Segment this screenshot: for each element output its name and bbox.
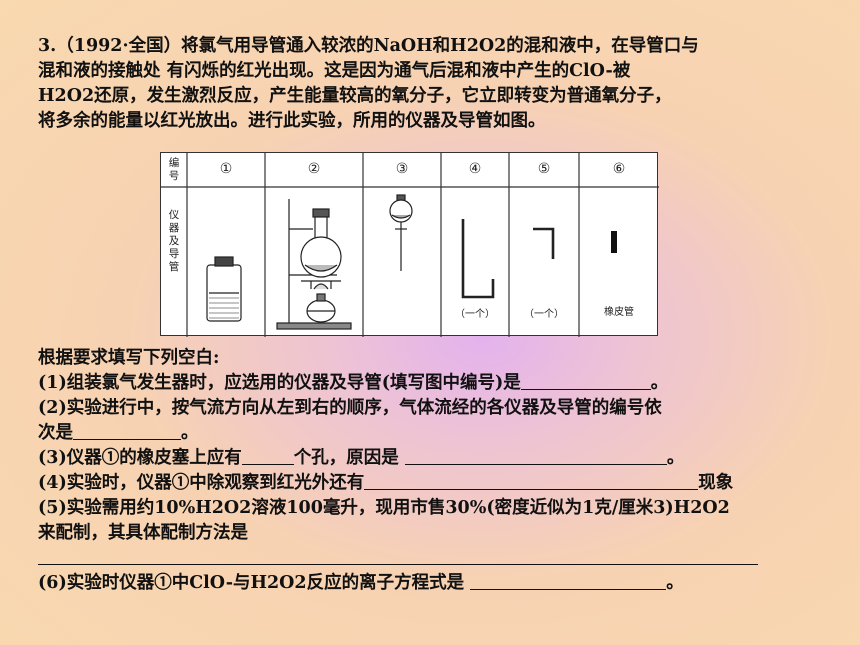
gas-bottle-icon bbox=[206, 256, 242, 322]
intro-line: H2O2还原，发生激烈反应，产生能量较高的氧分子，它立即转变为普通氧分子， bbox=[38, 86, 672, 106]
bent-tube-icon bbox=[533, 227, 555, 259]
row-label: 仪器及导管 bbox=[168, 209, 180, 273]
apparatus-table-grid bbox=[161, 153, 659, 337]
answer-blank[interactable] bbox=[404, 446, 667, 465]
question-body: 根据要求填写下列空白: (1)组装氯气发生器时，应选用的仪器及导管(填写图中编号… bbox=[38, 346, 828, 596]
item-5-answer bbox=[38, 546, 828, 571]
item-4: (4)实验时，仪器①中除观察到红光外还有现象 bbox=[38, 471, 734, 493]
intro-line: 将多余的能量以红光放出。进行此实验，所用的仪器及导管如图。 bbox=[38, 111, 546, 131]
item-1: (1)组装氯气发生器时，应选用的仪器及导管(填写图中编号)是。 bbox=[38, 371, 669, 393]
intro-line: 3.（1992·全国）将氯气用导管通入较浓的NaOH和H2O2的混和液中，在导管… bbox=[38, 36, 699, 56]
separatory-funnel-icon bbox=[389, 194, 413, 271]
flask-stand-icon bbox=[276, 199, 352, 330]
answer-blank[interactable] bbox=[241, 446, 294, 465]
answer-blank[interactable] bbox=[38, 546, 758, 565]
answer-blank[interactable] bbox=[470, 571, 667, 590]
caption: 橡皮管 bbox=[604, 307, 634, 318]
item-2: (2)实验进行中，按气流方向从左到右的顺序，气体流经的各仪器及导管的编号依 bbox=[38, 398, 662, 418]
caption: （一个） bbox=[524, 309, 564, 320]
prompt: 根据要求填写下列空白: bbox=[38, 348, 220, 368]
header-label: 编号 bbox=[168, 157, 180, 182]
item-5: (5)实验需用约10%H2O2溶液100毫升，现用市售30%(密度近似为1克/厘… bbox=[38, 498, 730, 518]
number-label: ② bbox=[307, 161, 321, 177]
item-3: (3)仪器①的橡皮塞上应有个孔，原因是 。 bbox=[38, 446, 685, 468]
item-2-cont: 次是。 bbox=[38, 421, 199, 443]
l-shaped-tube-icon bbox=[461, 219, 495, 299]
item-6: (6)实验时仪器①中ClO-与H2O2反应的离子方程式是 。 bbox=[38, 571, 684, 593]
intro-line: 混和液的接触处 有闪烁的红光出现。这是因为通气后混和液中产生的ClO-被 bbox=[38, 61, 631, 81]
answer-blank[interactable] bbox=[520, 371, 651, 390]
number-label: ③ bbox=[395, 161, 409, 177]
apparatus-figure: 编号 仪器及导管 ① ② ③ ④ ⑤ ⑥ （一个） （一个） 橡皮管 bbox=[160, 152, 659, 337]
caption: （一个） bbox=[455, 309, 495, 320]
question-intro: 3.（1992·全国）将氯气用导管通入较浓的NaOH和H2O2的混和液中，在导管… bbox=[38, 34, 828, 134]
answer-blank[interactable] bbox=[364, 471, 699, 490]
number-label: ⑤ bbox=[537, 161, 551, 177]
answer-blank[interactable] bbox=[73, 421, 181, 440]
number-label: ① bbox=[219, 161, 233, 177]
rubber-tube-icon bbox=[611, 231, 617, 253]
number-label: ④ bbox=[468, 161, 482, 177]
number-label: ⑥ bbox=[612, 161, 626, 177]
item-5-cont: 来配制，其具体配制方法是 bbox=[38, 523, 248, 543]
